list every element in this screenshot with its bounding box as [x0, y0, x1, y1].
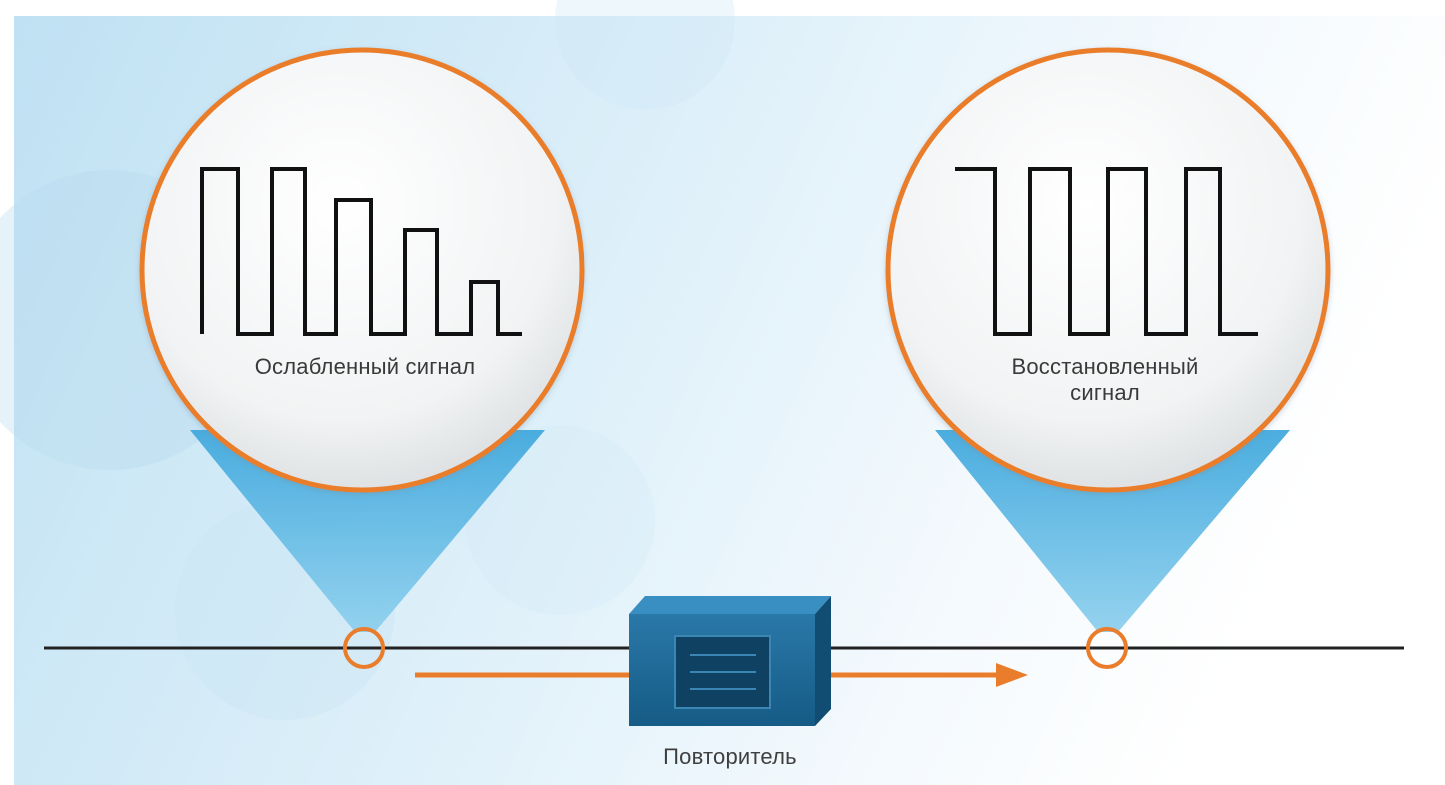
restored-signal-waveform [955, 167, 1258, 336]
restored-signal-label-line1: Восстановленный [1011, 354, 1199, 379]
right-probe-point [1086, 627, 1128, 669]
weak-signal-lens [139, 47, 585, 493]
restored-signal-label: Восстановленный сигнал [935, 354, 1275, 406]
repeater-label: Повторитель [663, 744, 797, 769]
weak-signal-waveform [200, 167, 522, 336]
left-probe-point [343, 627, 385, 669]
weak-signal-label: Ослабленный сигнал [254, 354, 476, 379]
restored-signal-label-line2: сигнал [1070, 380, 1140, 405]
right-zoom-funnel [935, 430, 1290, 632]
network-repeater-box-icon [629, 596, 831, 726]
left-zoom-funnel [190, 430, 545, 632]
restored-signal-lens [885, 47, 1331, 493]
